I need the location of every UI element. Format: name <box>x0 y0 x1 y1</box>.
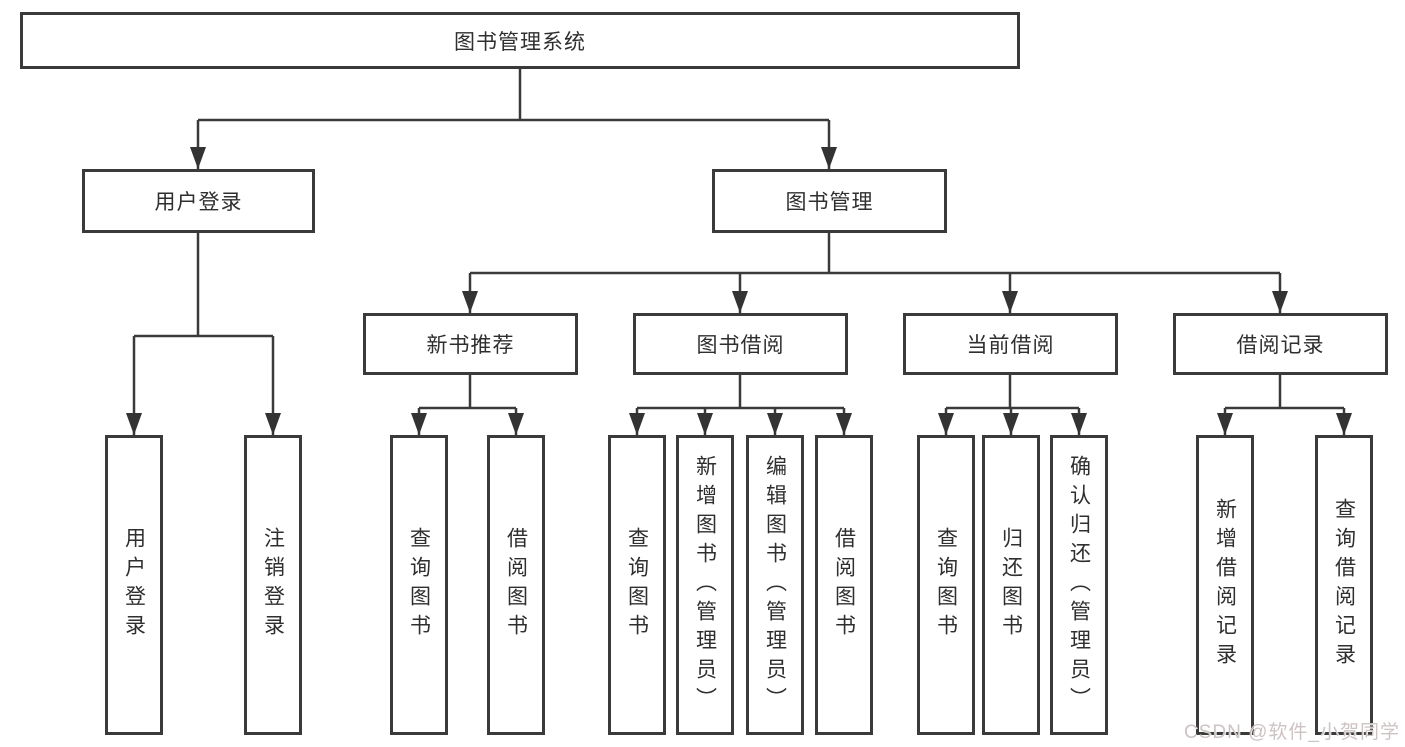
leaf-label: 查询借阅记录 <box>1332 498 1356 672</box>
leaf-add-borrow-record: 新增借阅记录 <box>1196 435 1254 735</box>
leaf-label: 查询图书 <box>625 527 649 643</box>
leaf-label: 用户登录 <box>122 527 146 643</box>
leaf-query-borrow-record: 查询借阅记录 <box>1315 435 1373 735</box>
leaf-query-book-3: 查询图书 <box>917 435 975 735</box>
leaf-label: 归还图书 <box>999 527 1023 643</box>
leaf-label: 确认归还（管理员） <box>1067 454 1091 716</box>
leaf-query-book-2: 查询图书 <box>608 435 666 735</box>
node-user-login-branch: 用户登录 <box>82 169 315 233</box>
node-new-book-recommend: 新书推荐 <box>363 313 578 375</box>
leaf-borrow-book-1: 借阅图书 <box>487 435 545 735</box>
leaf-label: 查询图书 <box>407 527 431 643</box>
node-current-borrow: 当前借阅 <box>903 313 1118 375</box>
leaf-user-login: 用户登录 <box>105 435 163 735</box>
arrowhead-icons <box>126 147 1352 435</box>
leaf-label: 编辑图书（管理员） <box>763 454 787 716</box>
leaf-label: 借阅图书 <box>504 527 528 643</box>
leaf-edit-book-admin: 编辑图书（管理员） <box>746 435 804 735</box>
leaf-confirm-return-admin: 确认归还（管理员） <box>1050 435 1108 735</box>
leaf-label: 查询图书 <box>934 527 958 643</box>
node-borrow-records: 借阅记录 <box>1173 313 1388 375</box>
leaf-borrow-book-2: 借阅图书 <box>815 435 873 735</box>
node-book-borrow: 图书借阅 <box>633 313 848 375</box>
leaf-label: 新增借阅记录 <box>1213 498 1237 672</box>
leaf-return-book: 归还图书 <box>982 435 1040 735</box>
leaf-add-book-admin: 新增图书（管理员） <box>676 435 734 735</box>
leaf-query-book-1: 查询图书 <box>390 435 448 735</box>
node-book-management-branch: 图书管理 <box>712 169 947 233</box>
node-root-system: 图书管理系统 <box>20 12 1020 69</box>
csdn-watermark: CSDN @软件_小贺同学 <box>1184 722 1400 743</box>
connector-paths <box>132 69 1346 435</box>
leaf-label: 借阅图书 <box>832 527 856 643</box>
leaf-label: 注销登录 <box>261 527 285 643</box>
leaf-logout: 注销登录 <box>244 435 302 735</box>
leaf-label: 新增图书（管理员） <box>693 454 717 716</box>
